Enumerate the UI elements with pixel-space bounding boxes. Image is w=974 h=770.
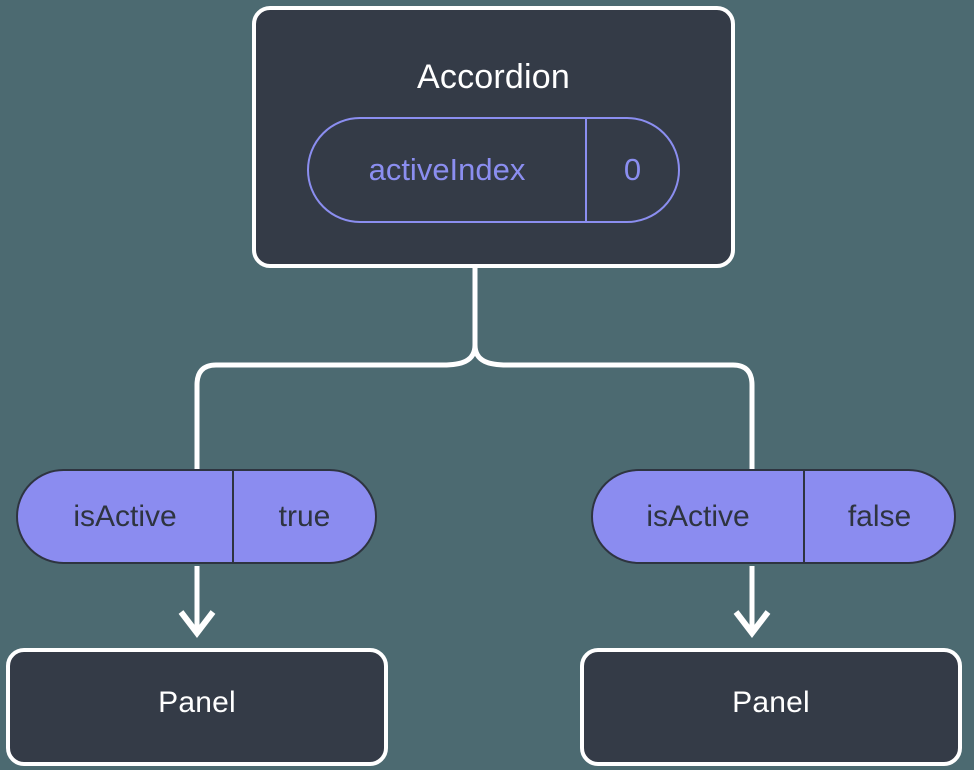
prop-pill-value: false — [847, 499, 912, 533]
state-pill-value: 0 — [623, 152, 642, 187]
arrow-right-head-icon — [733, 610, 771, 638]
prop-pill-value: true — [278, 499, 331, 533]
prop-pill-key: isActive — [18, 471, 234, 562]
accordion-node-title: Accordion — [417, 58, 570, 96]
edge-branch-left — [194, 344, 478, 472]
arrow-left-head-icon — [178, 610, 216, 638]
state-pill-active-index[interactable]: activeIndex 0 — [307, 117, 680, 223]
panel-node-title: Panel — [158, 686, 236, 719]
panel-node-title: Panel — [732, 686, 810, 719]
prop-pill-is-active-true[interactable]: isActive true — [16, 469, 377, 564]
prop-pill-key: isActive — [593, 471, 805, 562]
edge-branch-right — [472, 344, 755, 472]
panel-component-node-right[interactable]: Panel — [580, 648, 962, 766]
panel-component-node-left[interactable]: Panel — [6, 648, 388, 766]
prop-pill-is-active-false[interactable]: isActive false — [591, 469, 956, 564]
state-pill-key: activeIndex — [309, 119, 587, 221]
